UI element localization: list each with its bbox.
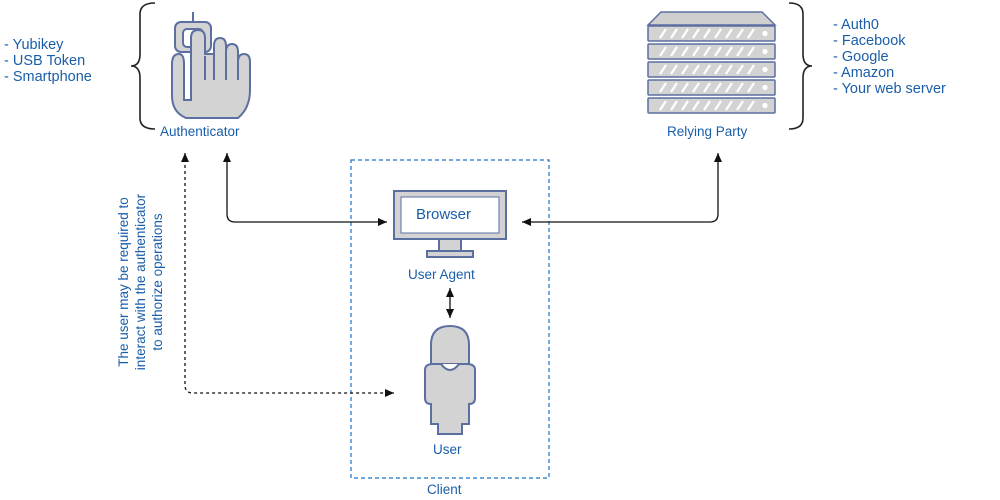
- authenticator-examples: - Yubikey - USB Token - Smartphone: [4, 37, 92, 85]
- relying-party-examples: - Auth0 - Facebook - Google - Amazon - Y…: [833, 17, 946, 97]
- user-person-icon: [424, 324, 476, 435]
- authenticator-example: - Yubikey: [4, 37, 64, 53]
- relying-party-example: - Facebook: [833, 33, 906, 49]
- authorization-note: The user may be required to interact wit…: [115, 191, 166, 373]
- authenticator-brace: [130, 2, 156, 130]
- relying-party-example: - Your web server: [833, 81, 946, 97]
- relying-party-brace: [788, 2, 813, 130]
- user-agent-label: User Agent: [408, 267, 475, 282]
- relying-party-example: - Auth0: [833, 17, 879, 33]
- authorization-note-line: interact with the authenticator: [133, 193, 148, 371]
- client-boundary: [350, 159, 550, 479]
- authenticator-example: - Smartphone: [4, 69, 92, 85]
- relying-party-browser-arrow: [522, 153, 722, 226]
- relying-party-label: Relying Party: [667, 124, 748, 139]
- relying-party-example: - Google: [833, 49, 889, 65]
- browser-label: Browser: [416, 206, 472, 223]
- user-label: User: [433, 442, 462, 457]
- monitor-icon: [393, 190, 507, 258]
- client-label: Client: [427, 482, 462, 497]
- authenticator-example: - USB Token: [4, 53, 86, 69]
- authenticator-label: Authenticator: [160, 124, 240, 139]
- authenticator-user-dashed-arrow: [181, 153, 394, 397]
- authenticator-browser-arrow: [223, 153, 387, 226]
- authorization-note-line: The user may be required to: [116, 197, 131, 367]
- hand-touch-icon: [171, 12, 251, 119]
- server-stack-icon: [646, 11, 777, 114]
- relying-party-example: - Amazon: [833, 65, 895, 81]
- authorization-note-line: to authorize operations: [150, 213, 165, 351]
